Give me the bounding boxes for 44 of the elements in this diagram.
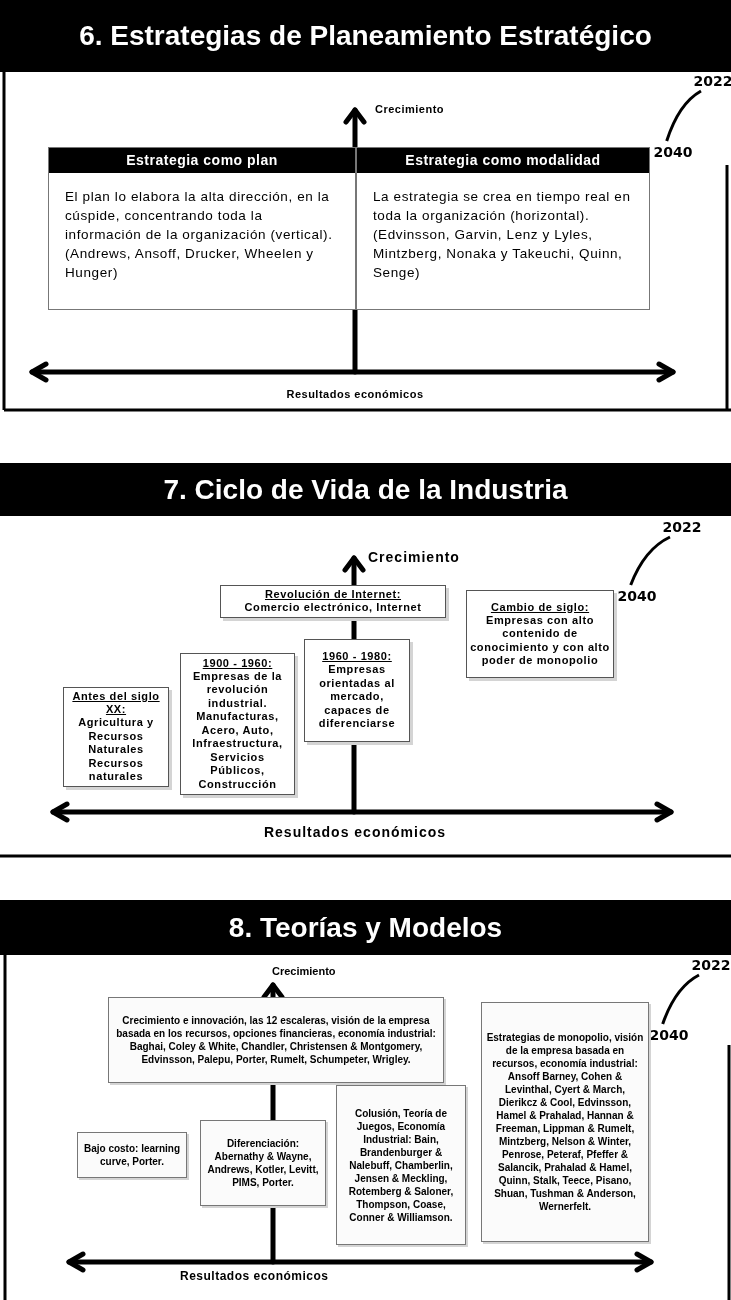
theory-box: Bajo costo: learning curve, Porter.	[77, 1132, 187, 1178]
axis-label: Resultados económicos	[262, 825, 447, 839]
era-heading: 1960 - 1980:	[322, 650, 392, 664]
axis-label: Crecimiento	[375, 104, 446, 115]
era-heading: Revolución de Internet:	[264, 588, 401, 602]
year-label: 2040	[616, 586, 658, 606]
era-heading: 1900 - 1960:	[202, 656, 273, 670]
theory-box: Estrategias de monopolio, visión de la empresa basada en recursos, economía industrial: Ansoff Barney, Cohen & Levinthal, Cyert & March, Dierikcz & Cool, Edvinsson, Hamel & Prahalad, Hannan & Freeman, Lippman & Rumelt, Mintzberg, Nelson & Winter, Penrose, Peteraf, Pfeffer & Salancik, Prahalad & Hamel, Quinn, Stalk, Teece, Pisano, Shuan, Tushman & Anderson, Wernerfelt.	[481, 1002, 649, 1242]
curved-connector	[629, 535, 671, 586]
era-text: Comercio electrónico, Internet	[244, 601, 422, 615]
strategy-box	[356, 147, 650, 310]
era-text: Agricultura y Recursos Naturales Recursos naturales	[77, 716, 155, 784]
era-heading: Cambio de siglo:	[490, 600, 590, 614]
era-text: Empresas con alto contenido de conocimiento y con alto poder de monopolio	[470, 613, 610, 668]
curved-connector	[661, 973, 700, 1025]
title-bar: 7. Ciclo de Vida de la Industria	[0, 463, 731, 516]
title-bar: 6. Estrategias de Planeamiento Estratégico	[0, 0, 731, 72]
curved-connector	[665, 89, 702, 142]
era-heading: Antes del siglo XX:	[71, 690, 161, 717]
era-box	[304, 639, 410, 742]
box-text: La estrategia se crea en tiempo real en toda la organización (horizontal). (Edvinsson, Garvin, Lenz y Lyles, Mintzberg, Nonaka y Takeuchi, Quinn, Senge)	[372, 188, 632, 282]
box-text: El plan lo elabora la alta dirección, en la cúspide, concentrando toda la información de la organización (vertical). (Andrews, Ansoff, Drucker, Wheelen y Hunger)	[64, 188, 334, 282]
year-label: 2040	[648, 1025, 690, 1045]
axis-label: Crecimiento	[272, 966, 337, 977]
era-box	[466, 590, 614, 678]
axis-label: Crecimiento	[368, 550, 461, 564]
year-label: 2040	[652, 142, 694, 162]
theory-box: Diferenciación: Abernathy & Wayne, Andrews, Kotler, Levitt, PIMS, Porter.	[200, 1120, 326, 1206]
axis-label: Resultados económicos	[180, 1270, 330, 1282]
box-header: Estrategia como modalidad	[357, 148, 649, 173]
era-box	[63, 687, 169, 787]
year-label: 2022	[693, 956, 729, 974]
box-header: Estrategia como plan	[49, 148, 355, 173]
era-text: Empresas de la revolución industrial. Manufacturas, Acero, Auto, Infraestructura, Servicios Públicos, Construcción	[191, 669, 284, 792]
era-text: Empresas orientadas al mercado, capaces de diferenciarse	[317, 663, 397, 731]
theory-box: Crecimiento e innovación, las 12 escaleras, visión de la empresa basada en los recursos, opciones financieras, economía industrial: Baghai, Coley & White, Chandler, Christensen & Montgomery, Edvinsson, Palepu, Porter, Rumelt, Schumpeter, Wrigley.	[108, 997, 444, 1083]
era-box	[220, 585, 446, 618]
axis-label: Resultados económicos	[285, 389, 425, 400]
theory-box: Colusión, Teoría de Juegos, Economía Industrial: Bain, Brandenburger & Nalebuff, Chamberlin, Jensen & Meckling, Rotemberg & Saloner, Thompson, Coase, Conner & Williamson.	[336, 1085, 466, 1245]
year-label: 2022	[695, 72, 731, 90]
era-box	[180, 653, 295, 795]
title-bar: 8. Teorías y Modelos	[0, 900, 731, 955]
year-label: 2022	[664, 518, 700, 536]
strategy-box	[48, 147, 356, 310]
